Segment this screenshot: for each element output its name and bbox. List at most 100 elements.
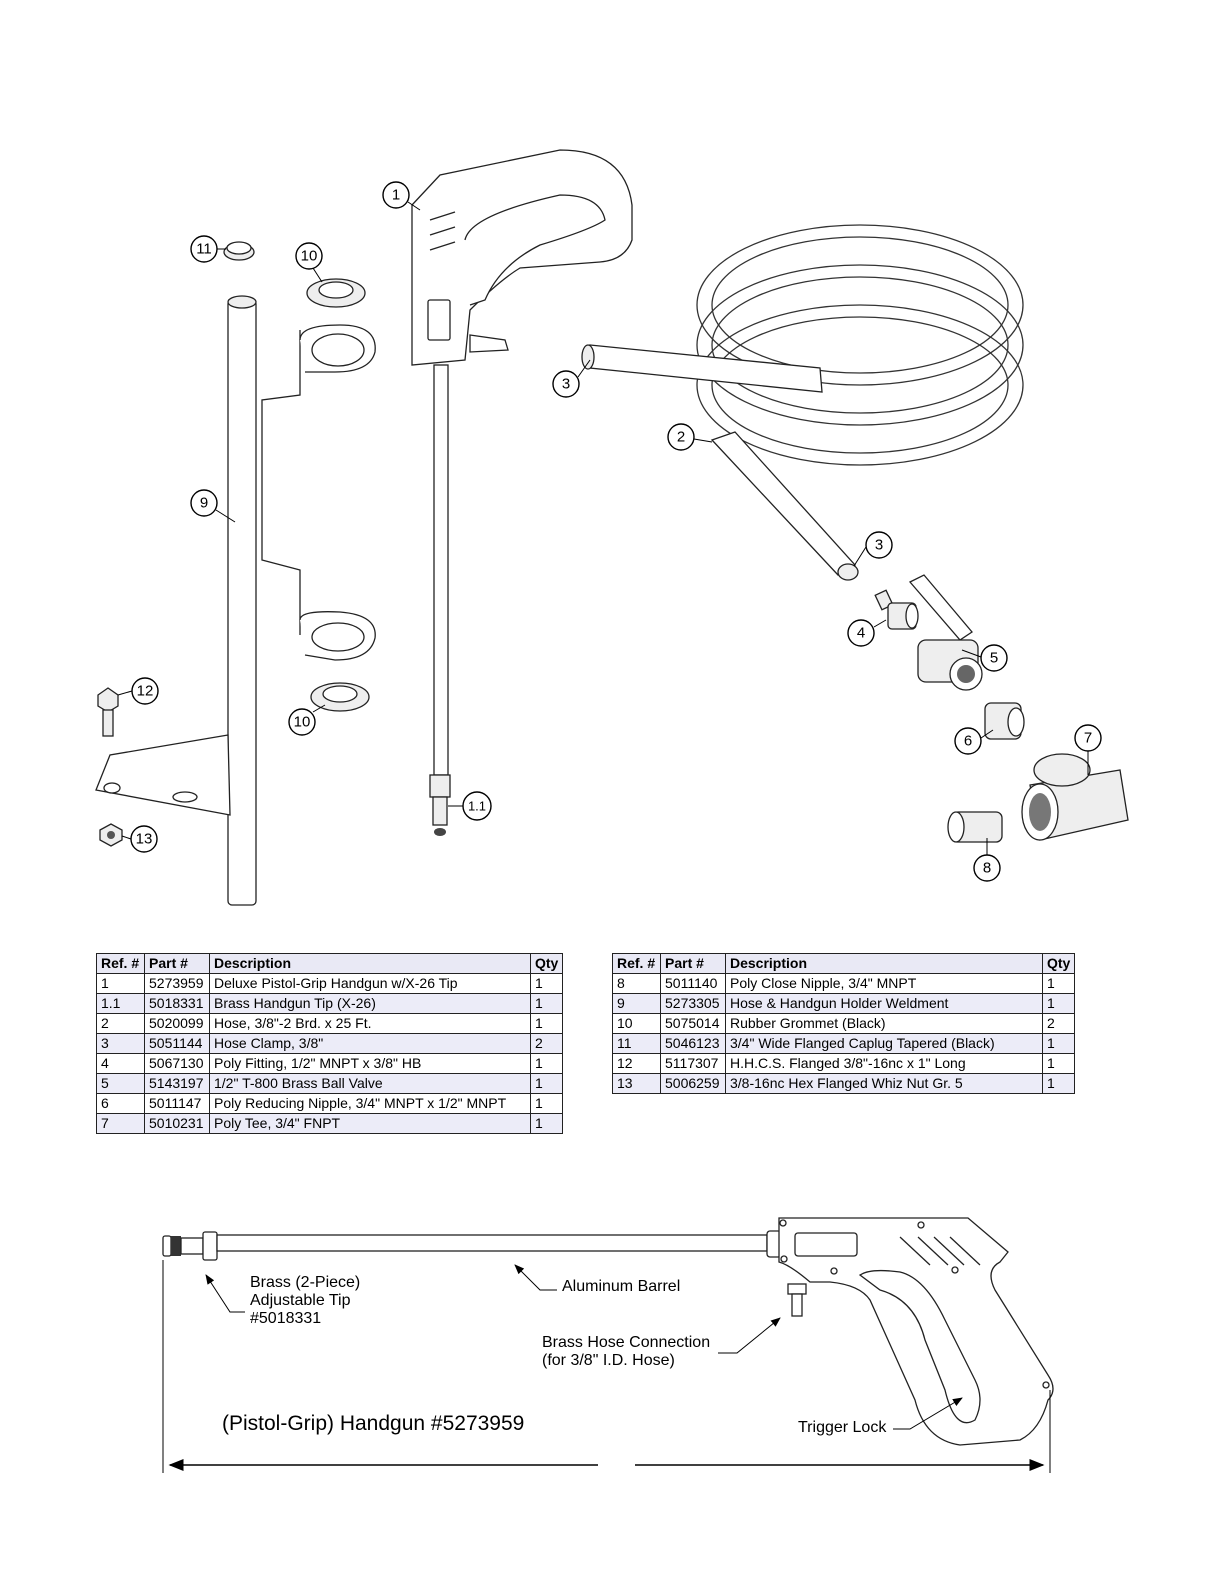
grommet-top-drawing [306,278,366,308]
tip-label-line-1: Brass (2-Piece) [250,1274,361,1291]
cell-qty: 2 [529,1033,564,1054]
side-barrel-drawing [216,1234,768,1252]
cell-ref: 9 [612,993,661,1014]
callout-1-1: 1.1 [462,791,492,821]
reducing-nipple-drawing [984,702,1025,740]
hose-connection-label: Brass Hose Connection (for 3/8" I.D. Hos… [542,1334,710,1370]
cell-ref: 13 [612,1073,661,1094]
cell-qty: 1 [529,993,564,1014]
hose-label-line-2: (for 3/8" I.D. Hose) [542,1352,675,1369]
cell-part: 5046123 [660,1033,726,1054]
svg-text:9: 9 [200,495,208,512]
hose-coil-drawing [581,224,1024,581]
holder-weldment-drawing [95,295,376,906]
cell-part: 5075014 [660,1013,726,1034]
cell-description: Rubber Grommet (Black) [725,1013,1043,1034]
callout-13: 13 [130,825,158,853]
barrel-label: Aluminum Barrel [562,1278,681,1295]
close-nipple-drawing [947,811,1003,843]
cell-description: 1/2" T-800 Brass Ball Valve [209,1073,531,1094]
handgun-side-view [162,1217,1054,1473]
svg-text:1.1: 1.1 [468,799,486,814]
cell-ref: 1 [96,973,145,994]
poly-tee-drawing [1021,753,1129,841]
svg-text:6: 6 [964,733,972,750]
header-part: Part # [660,953,726,974]
cell-qty: 1 [529,1093,564,1114]
cell-description: 3/4" Wide Flanged Caplug Tapered (Black) [725,1033,1043,1054]
cell-ref: 12 [612,1053,661,1074]
caplug-drawing [223,241,255,261]
trigger-lock-label: Trigger Lock [798,1419,887,1436]
cell-qty: 1 [529,1053,564,1074]
bolt-drawing [97,687,119,737]
header-qty: Qty [1041,953,1076,974]
cell-description: Poly Tee, 3/4" FNPT [209,1113,531,1134]
cell-qty: 1 [529,1073,564,1094]
cell-qty: 1 [1041,1033,1076,1054]
svg-text:7: 7 [1084,730,1092,747]
exploded-parts-diagram: 1 1.1 2 3 3 4 5 6 7 8 9 10 10 11 12 13 [95,149,1129,906]
cell-part: 5020099 [144,1013,210,1034]
cell-ref: 1.1 [96,993,145,1014]
svg-text:3: 3 [562,376,570,393]
handgun-title: (Pistol-Grip) Handgun #5273959 [222,1412,525,1435]
cell-part: 5143197 [144,1073,210,1094]
svg-text:2: 2 [677,429,685,446]
cell-ref: 4 [96,1053,145,1074]
callout-9: 9 [190,489,218,517]
callout-3-top: 3 [552,370,580,398]
svg-text:4: 4 [857,625,865,642]
cell-ref: 3 [96,1033,145,1054]
callout-11: 11 [190,235,218,263]
cell-description: Hose Clamp, 3/8" [209,1033,531,1054]
leader-lines [117,201,1089,855]
grommet-bottom-drawing [310,682,370,712]
svg-text:12: 12 [137,683,154,700]
callout-5: 5 [980,644,1008,672]
annotation-arrows [205,1264,963,1430]
cell-ref: 5 [96,1073,145,1094]
cell-qty: 1 [1041,993,1076,1014]
cell-description: Deluxe Pistol-Grip Handgun w/X-26 Tip [209,973,531,994]
svg-text:10: 10 [301,248,318,265]
handgun-drawing [411,149,633,836]
header-ref: Ref. # [96,953,145,974]
cell-part: 5051144 [144,1033,210,1054]
cell-qty: 2 [1041,1013,1076,1034]
cell-qty: 1 [1041,1073,1076,1094]
tip-label-line-3: #5018331 [250,1310,322,1327]
cell-part: 5273959 [144,973,210,994]
table-header-row: Ref. # Part # Description Qty [612,953,1076,974]
hose-label-line-1: Brass Hose Connection [542,1334,711,1351]
cell-ref: 8 [612,973,661,994]
callout-4: 4 [847,619,875,647]
ball-valve-drawing [908,574,983,691]
cell-qty: 1 [1041,973,1076,994]
callout-10-bottom: 10 [288,708,316,736]
cell-description: H.H.C.S. Flanged 3/8"-16nc x 1" Long [725,1053,1043,1074]
table-header-row: Ref. # Part # Description Qty [96,953,564,974]
cell-description: Brass Handgun Tip (X-26) [209,993,531,1014]
cell-description: Poly Reducing Nipple, 3/4" MNPT x 1/2" M… [209,1093,531,1114]
cell-part: 5011147 [144,1093,210,1114]
cell-qty: 1 [1041,1053,1076,1074]
cell-description: Poly Fitting, 1/2" MNPT x 3/8" HB [209,1053,531,1074]
callout-6: 6 [954,727,982,755]
header-ref: Ref. # [612,953,661,974]
cell-qty: 1 [529,1113,564,1134]
cell-ref: 10 [612,1013,661,1034]
callout-2: 2 [667,423,695,451]
cell-ref: 2 [96,1013,145,1034]
side-tip-drawing [162,1231,218,1261]
cell-description: Hose & Handgun Holder Weldment [725,993,1043,1014]
svg-text:5: 5 [990,650,998,667]
